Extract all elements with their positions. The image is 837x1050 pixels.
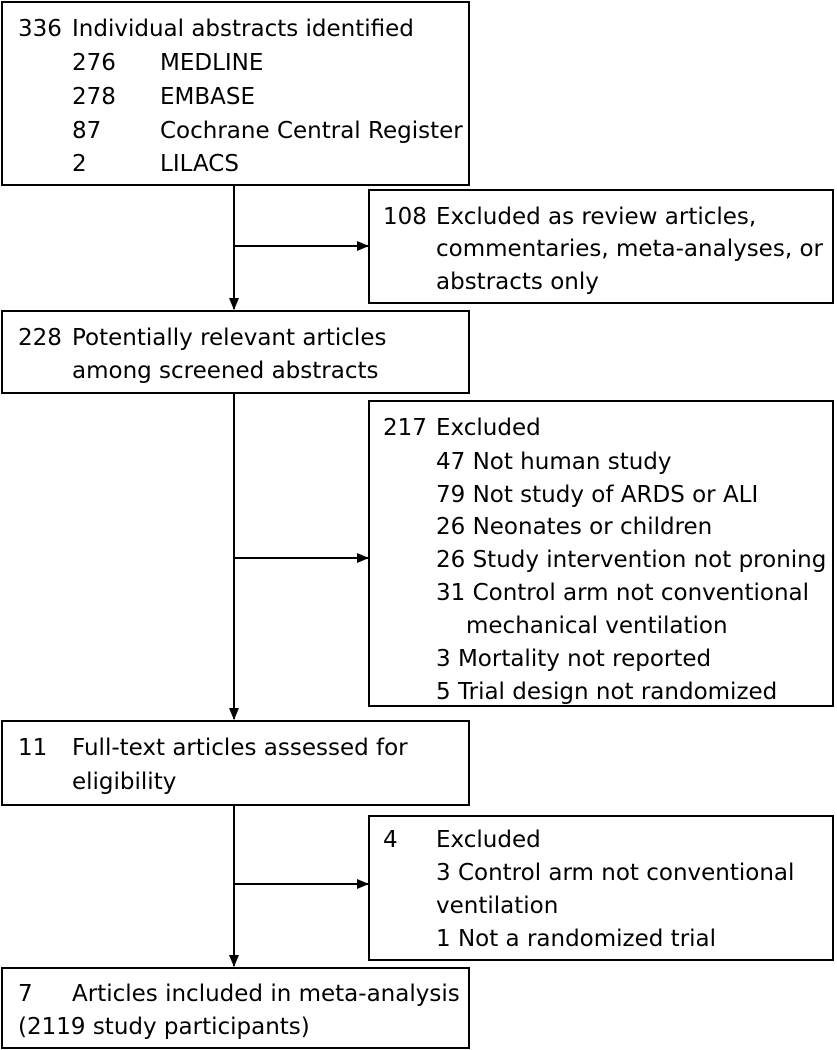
included-line: Articles included in meta-analysis xyxy=(72,981,460,1007)
exclusion-reason: 79 Not study of ARDS or ALI xyxy=(436,482,759,508)
exclusion-reason: 1 Not a randomized trial xyxy=(436,926,717,952)
exclusion-reason: 5 Trial design not randomized xyxy=(436,679,778,705)
excluded-screening-count: 217 xyxy=(383,415,427,441)
fulltext-line: eligibility xyxy=(72,769,177,795)
included-count: 7 xyxy=(18,981,33,1007)
relevant-count: 228 xyxy=(18,325,62,351)
excluded-fulltext-count: 4 xyxy=(383,827,398,853)
source-count: 2 xyxy=(72,151,87,177)
exclusion-reason: 31 Control arm not conventional xyxy=(436,580,810,606)
excluded-screening-label: Excluded xyxy=(436,415,541,441)
exclusion-reason: 3 Mortality not reported xyxy=(436,646,712,672)
relevant-line: Potentially relevant articles xyxy=(72,325,387,351)
identified-count: 336 xyxy=(18,16,62,42)
fulltext-box: 11 Full-text articles assessed for eligi… xyxy=(1,720,470,806)
identified-label: Individual abstracts identified xyxy=(72,16,414,42)
relevant-line: among screened abstracts xyxy=(72,358,379,384)
exclusion-reason: 47 Not human study xyxy=(436,449,672,475)
fulltext-count: 11 xyxy=(18,735,48,761)
excluded-reviews-line: abstracts only xyxy=(436,269,599,295)
excluded-fulltext-box: 4 Excluded 3 Control arm not conventiona… xyxy=(368,815,834,961)
exclusion-reason: mechanical ventilation xyxy=(466,613,728,639)
relevant-box: 228 Potentially relevant articles among … xyxy=(1,310,470,394)
source-name: Cochrane Central Register xyxy=(160,118,463,144)
source-name: MEDLINE xyxy=(160,50,264,76)
source-count: 278 xyxy=(72,84,116,110)
exclusion-reason: ventilation xyxy=(436,893,559,919)
identified-box: 336 Individual abstracts identified 276 … xyxy=(1,1,470,186)
excluded-reviews-box: 108 Excluded as review articles, comment… xyxy=(368,189,834,304)
exclusion-reason: 3 Control arm not conventional xyxy=(436,860,795,886)
source-count: 87 xyxy=(72,118,102,144)
exclusion-reason: 26 Study intervention not proning xyxy=(436,547,827,573)
excluded-reviews-line: commentaries, meta-analyses, or xyxy=(436,236,823,262)
source-name: EMBASE xyxy=(160,84,256,110)
excluded-screening-box: 217 Excluded 47 Not human study 79 Not s… xyxy=(368,400,834,707)
included-line: (2119 study participants) xyxy=(18,1014,310,1040)
source-name: LILACS xyxy=(160,151,239,177)
excluded-reviews-count: 108 xyxy=(383,204,427,230)
excluded-fulltext-label: Excluded xyxy=(436,827,541,853)
fulltext-line: Full-text articles assessed for xyxy=(72,735,408,761)
exclusion-reason: 26 Neonates or children xyxy=(436,514,713,540)
source-count: 276 xyxy=(72,50,116,76)
included-box: 7 Articles included in meta-analysis (21… xyxy=(1,967,470,1049)
excluded-reviews-line: Excluded as review articles, xyxy=(436,204,757,230)
